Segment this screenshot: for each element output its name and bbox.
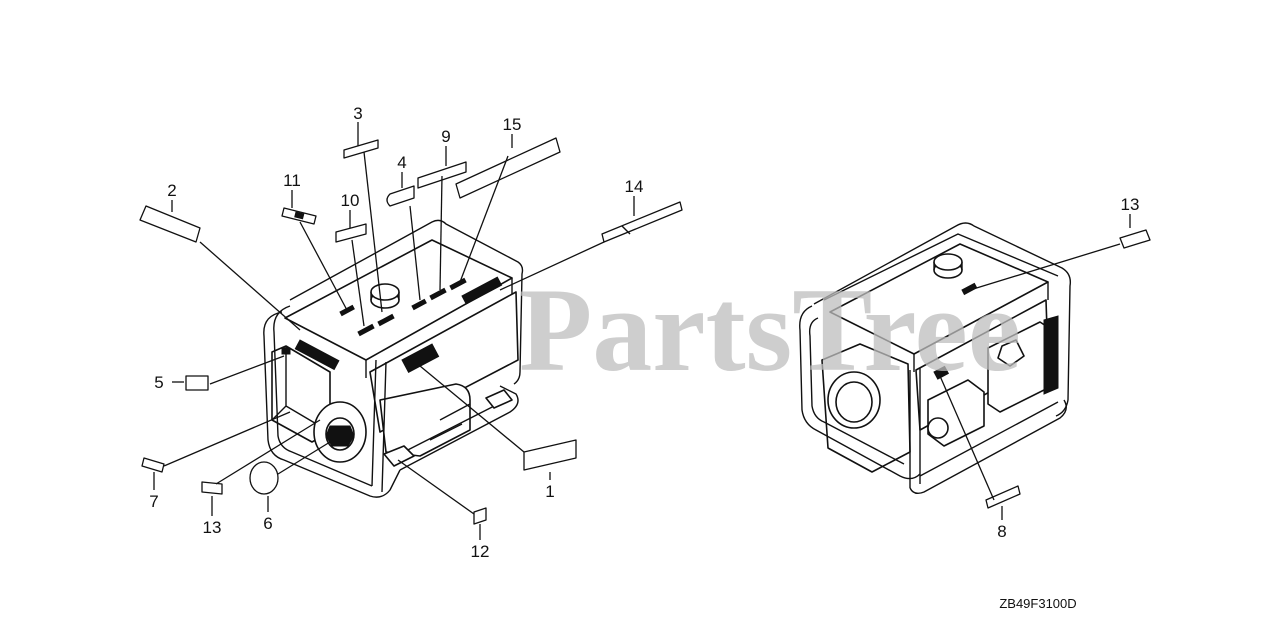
decal-part-2 xyxy=(139,205,201,243)
callout-5: 5 xyxy=(154,373,163,392)
generator-front-view xyxy=(263,219,524,498)
leader-lines-right xyxy=(939,214,1131,520)
decal-part-6 xyxy=(249,461,279,495)
callout-15: 15 xyxy=(503,115,522,134)
decal-part-10 xyxy=(335,223,367,243)
callout-8: 8 xyxy=(997,522,1006,541)
callout-labels: 1 2 3 4 5 6 7 8 9 10 11 12 13 13 14 15 xyxy=(149,104,1139,561)
decal-part-9 xyxy=(417,161,467,189)
decal-part-13-left xyxy=(201,481,223,495)
decal-part-3 xyxy=(343,139,379,159)
callout-10: 10 xyxy=(341,191,360,210)
callout-14: 14 xyxy=(625,177,644,196)
decal-part-4 xyxy=(386,185,415,207)
callout-12: 12 xyxy=(471,542,490,561)
callout-13-right: 13 xyxy=(1121,195,1140,214)
callout-7: 7 xyxy=(149,492,158,511)
callout-2: 2 xyxy=(167,181,176,200)
callout-1: 1 xyxy=(545,482,554,501)
callout-3: 3 xyxy=(353,104,362,123)
decal-part-13-right xyxy=(1119,229,1151,249)
decal-part-14 xyxy=(601,201,683,243)
decal-parts-left xyxy=(139,137,683,525)
decal-part-7 xyxy=(141,457,165,473)
leader-lines-left xyxy=(153,122,635,540)
callout-11: 11 xyxy=(283,171,301,190)
decal-part-15 xyxy=(455,137,561,199)
watermark: PartsTree xyxy=(519,263,1021,396)
callout-13-left: 13 xyxy=(203,518,222,537)
generator-rear-view xyxy=(799,222,1072,495)
callout-6: 6 xyxy=(263,514,272,533)
decal-parts-right xyxy=(985,229,1151,509)
callout-4: 4 xyxy=(397,153,406,172)
diagram-code: ZB49F3100D xyxy=(999,596,1076,611)
decal-part-1 xyxy=(523,439,577,471)
decal-part-8 xyxy=(985,485,1021,509)
callout-9: 9 xyxy=(441,127,450,146)
decal-part-5 xyxy=(185,375,209,391)
decal-part-12 xyxy=(473,507,487,525)
